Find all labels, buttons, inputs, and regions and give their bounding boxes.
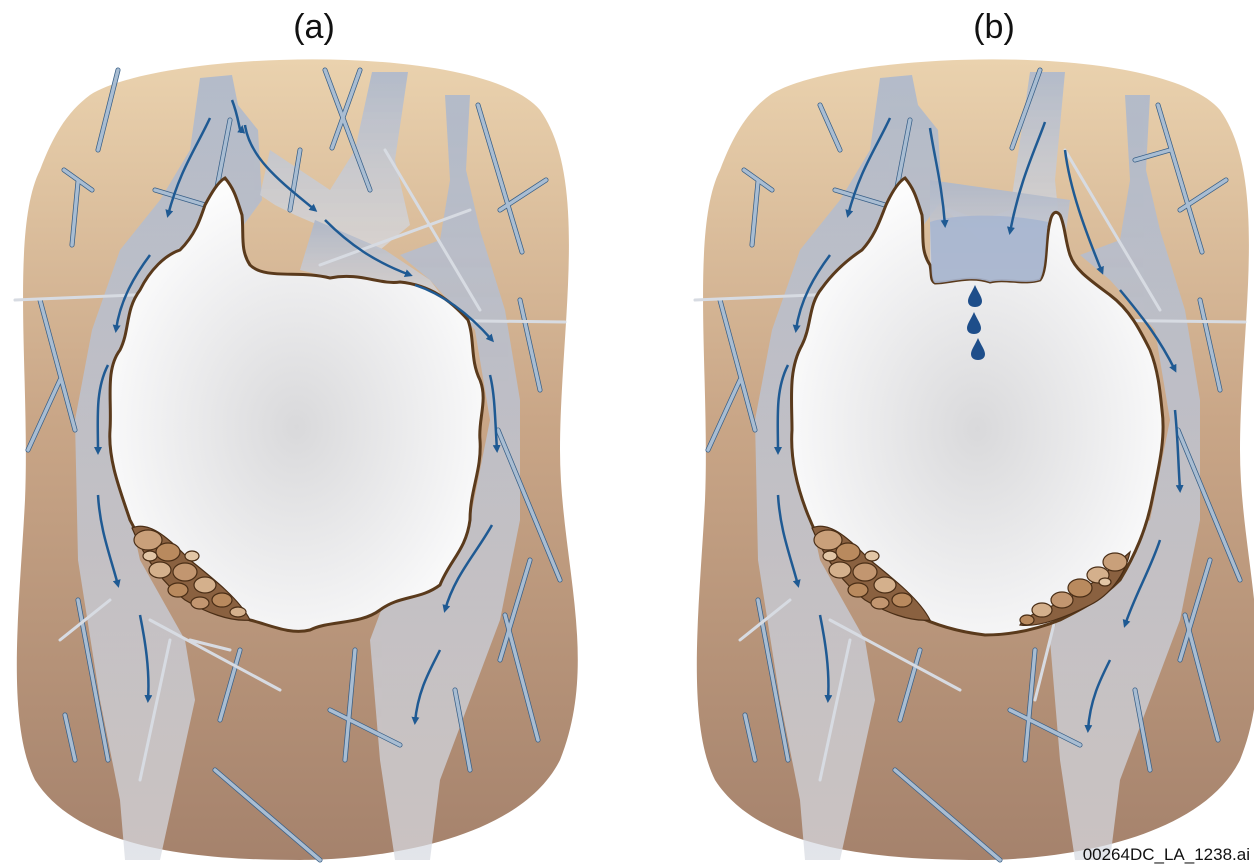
panel-b-label: (b)	[954, 8, 1034, 47]
panel-b	[695, 59, 1254, 860]
ponded-water	[930, 216, 1048, 283]
panel-a-label: (a)	[274, 8, 354, 47]
file-identifier: 00264DC_LA_1238.ai	[1083, 845, 1250, 865]
panel-a	[15, 59, 578, 860]
